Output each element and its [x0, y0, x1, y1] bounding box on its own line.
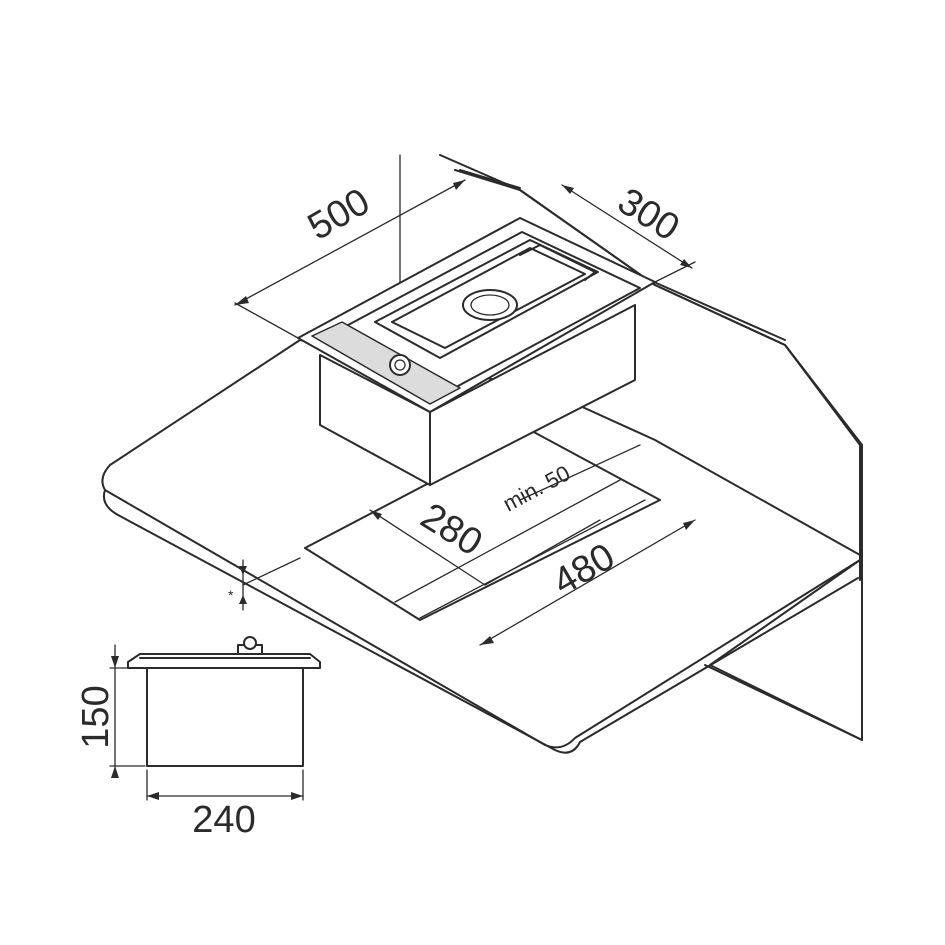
side-box: [146, 667, 304, 767]
label-240: 240: [192, 799, 255, 841]
countertop-front-edge: [102, 489, 581, 754]
label-asterisk: *: [228, 587, 234, 603]
dim-500-line: [234, 179, 466, 306]
dim-280-line: [369, 509, 486, 586]
label-500: 500: [301, 181, 377, 249]
dim-min50-line: [519, 444, 641, 501]
thickness-marker: [239, 557, 301, 611]
label-300: 300: [610, 180, 686, 249]
cutout: [304, 429, 661, 621]
dim-300-line: [561, 184, 693, 269]
side-elevation: [109, 636, 321, 801]
top-dimensions: [234, 179, 696, 339]
label-150: 150: [75, 685, 117, 748]
back-panel-outline: [439, 154, 863, 741]
side-rim: [127, 653, 321, 669]
lid-handle: [519, 244, 596, 281]
control-knob: [389, 354, 411, 376]
cutout-dimensions: [369, 444, 696, 646]
appliance-body-side: [429, 304, 636, 486]
control-strip: [311, 321, 461, 405]
appliance: [297, 217, 656, 486]
dim-480-line: [479, 519, 696, 646]
